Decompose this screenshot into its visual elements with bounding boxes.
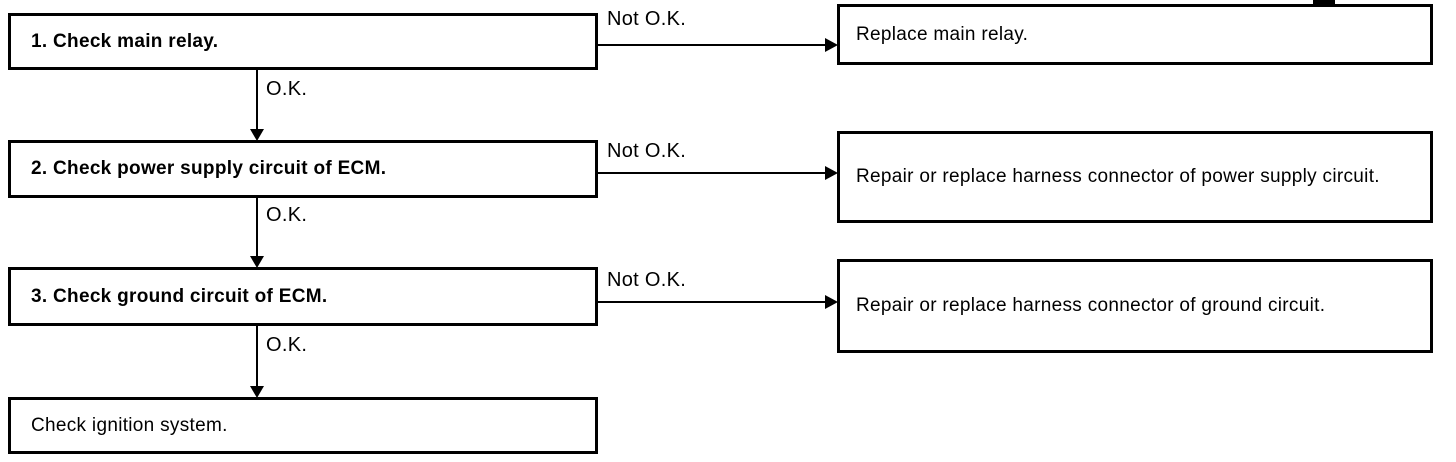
- arrow-right-icon: [825, 38, 838, 52]
- arrow-down-icon: [250, 129, 264, 141]
- ok-label: O.K.: [266, 204, 308, 226]
- arrow-down-icon: [250, 256, 264, 268]
- ok-label: O.K.: [266, 334, 308, 356]
- step-label: Check ignition system.: [31, 414, 228, 436]
- scan-artifact: [1313, 0, 1335, 4]
- not-ok-label: Not O.K.: [607, 140, 687, 162]
- arrow-down-icon: [250, 386, 264, 398]
- step-box-check-ignition-system: Check ignition system.: [8, 397, 598, 454]
- step-box-check-main-relay: 1. Check main relay.: [8, 13, 598, 70]
- step-label: 1. Check main relay.: [31, 30, 219, 52]
- step-label: 3. Check ground circuit of ECM.: [31, 285, 328, 307]
- step-box-check-power-supply-circuit: 2. Check power supply circuit of ECM.: [8, 140, 598, 198]
- not-ok-connector-line: [598, 44, 825, 46]
- ok-connector-line: [256, 326, 258, 386]
- ok-connector-line: [256, 70, 258, 129]
- action-box-repair-ground-circuit: Repair or replace harness connector of g…: [837, 259, 1433, 353]
- step-box-check-ground-circuit: 3. Check ground circuit of ECM.: [8, 267, 598, 326]
- action-label: Repair or replace harness connector of g…: [856, 295, 1326, 317]
- ok-connector-line: [256, 198, 258, 256]
- arrow-right-icon: [825, 295, 838, 309]
- action-box-replace-main-relay: Replace main relay.: [837, 4, 1433, 65]
- not-ok-connector-line: [598, 172, 825, 174]
- arrow-right-icon: [825, 166, 838, 180]
- step-label: 2. Check power supply circuit of ECM.: [31, 158, 387, 180]
- action-label: Repair or replace harness connector of p…: [856, 166, 1380, 188]
- not-ok-connector-line: [598, 301, 825, 303]
- not-ok-label: Not O.K.: [607, 8, 687, 30]
- not-ok-label: Not O.K.: [607, 269, 687, 291]
- ok-label: O.K.: [266, 78, 308, 100]
- action-box-repair-power-supply: Repair or replace harness connector of p…: [837, 131, 1433, 223]
- action-label: Replace main relay.: [856, 23, 1029, 45]
